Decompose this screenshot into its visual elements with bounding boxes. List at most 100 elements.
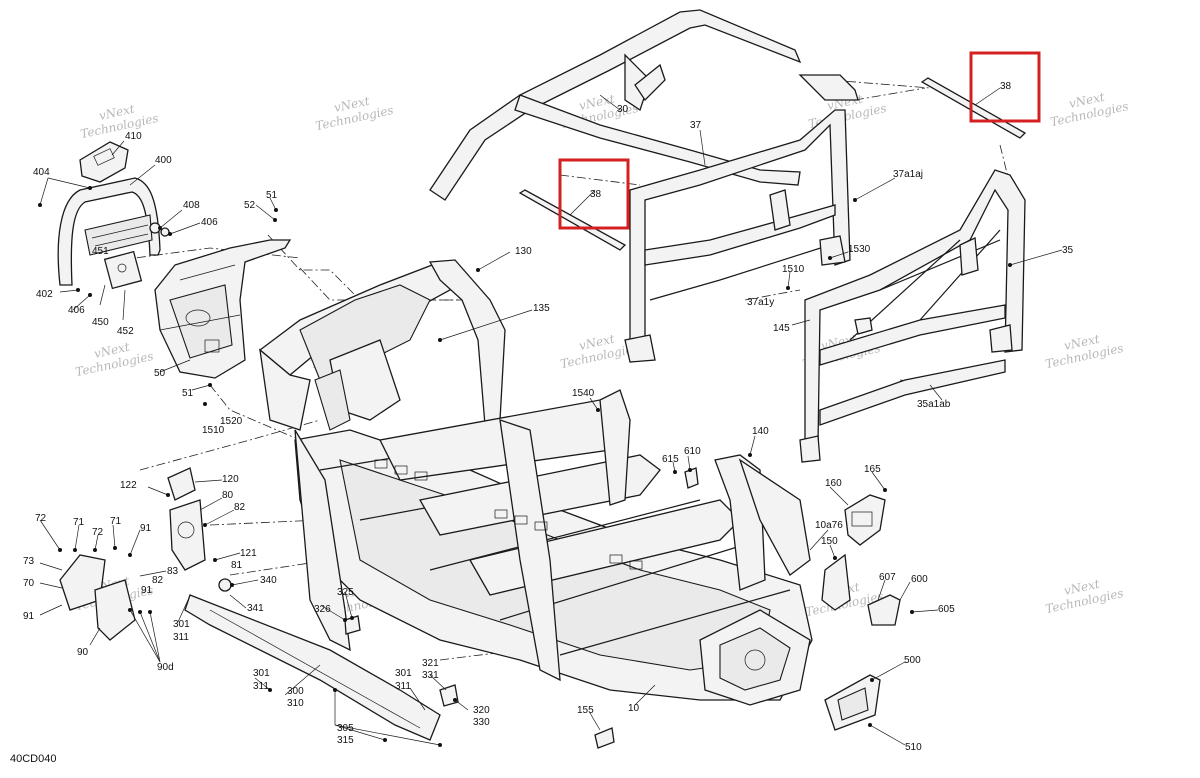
fastener-dots (38, 186, 1012, 747)
callout: 82 (152, 575, 164, 586)
callout: 35 (1062, 245, 1074, 256)
callout: 326 (314, 604, 331, 615)
leader-lines (39, 87, 1063, 746)
callout: 311 (253, 681, 269, 692)
callout: 452 (117, 326, 134, 337)
callout: 91 (140, 523, 152, 534)
callout: 510 (905, 742, 922, 753)
callout: 72 (92, 527, 104, 538)
part-90 (94, 579, 136, 641)
callout: 300 (287, 686, 304, 697)
callout: 315 (337, 735, 354, 746)
callout: 450 (92, 317, 109, 328)
main-chassis-frame (258, 259, 813, 706)
part-320 (439, 684, 459, 707)
callout: 320 (473, 705, 490, 716)
callout: 51 (182, 388, 194, 399)
callout: 305 (337, 723, 354, 734)
callout: 451 (92, 246, 109, 257)
part-160 (844, 494, 886, 546)
callout: 600 (911, 574, 928, 585)
drawing-code: 40CD040 (10, 753, 56, 765)
callout: 165 (864, 464, 881, 475)
callout: 160 (825, 478, 842, 489)
part-451-bracket (103, 250, 143, 290)
callout: 130 (515, 246, 532, 257)
callout: 321 (422, 658, 439, 669)
callout: 500 (904, 655, 921, 666)
callout: 402 (36, 289, 53, 300)
part-80 (169, 499, 206, 571)
callout: 341 (247, 603, 264, 614)
callout: 121 (240, 548, 257, 559)
callout: 615 (662, 454, 679, 465)
callout: 38 (590, 189, 602, 200)
callout: 330 (473, 717, 490, 728)
callout: 150 (821, 536, 838, 547)
callout: 301 (395, 668, 412, 679)
part-70 (59, 554, 106, 611)
small-parts-right (594, 467, 901, 749)
callout: 72 (35, 513, 47, 524)
roll-cage-upper (429, 9, 1027, 363)
callout: 155 (577, 705, 594, 716)
callout: 410 (125, 131, 142, 142)
part-400-bumper (57, 177, 161, 286)
callout: 71 (73, 517, 85, 528)
callout: 122 (120, 480, 137, 491)
callout: 37a1aj (893, 169, 923, 180)
callout: 91 (23, 611, 35, 622)
callout: 406 (201, 217, 218, 228)
callout: 1520 (220, 416, 243, 427)
callout: 301 (173, 619, 190, 630)
callout: 310 (287, 698, 304, 709)
callout: 80 (222, 490, 234, 501)
part-410-plate (79, 141, 129, 183)
callout: 91 (141, 585, 153, 596)
callout: 90 (77, 647, 89, 658)
callout: 10a76 (815, 520, 843, 531)
callout: 73 (23, 556, 35, 567)
callout: 140 (752, 426, 769, 437)
callout: 135 (533, 303, 550, 314)
part-38-bar-right (920, 77, 1027, 139)
callout: 400 (155, 155, 172, 166)
callout: 605 (938, 604, 955, 615)
rear-cage-side (799, 169, 1026, 463)
highlight-box-38-center (558, 158, 630, 230)
part-150 (821, 553, 851, 611)
callout: 83 (167, 566, 179, 577)
part-610 (684, 467, 699, 489)
callout: 82 (234, 502, 246, 513)
callout: 52 (244, 200, 256, 211)
callout: 10 (628, 703, 640, 714)
callout: 406 (68, 305, 85, 316)
front-bulkhead (154, 239, 292, 379)
callout: 37a1y (747, 297, 774, 308)
callout: 90d (157, 662, 174, 673)
callout: 50 (154, 368, 166, 379)
callout: 311 (395, 681, 411, 692)
callout: 120 (222, 474, 239, 485)
callout: 30 (617, 104, 629, 115)
callout: 71 (110, 516, 122, 527)
callout: 81 (231, 560, 243, 571)
callout: 1540 (572, 388, 595, 399)
callout: 331 (422, 670, 439, 681)
callout: 70 (23, 578, 35, 589)
callout: 37 (690, 120, 702, 131)
callout: 38 (1000, 81, 1012, 92)
callout: 311 (173, 632, 189, 643)
callout: 51 (266, 190, 278, 201)
callout: 607 (879, 572, 896, 583)
part-155 (594, 727, 615, 749)
callout: 404 (33, 167, 50, 178)
small-parts-left (59, 467, 459, 741)
callout: 408 (183, 200, 200, 211)
